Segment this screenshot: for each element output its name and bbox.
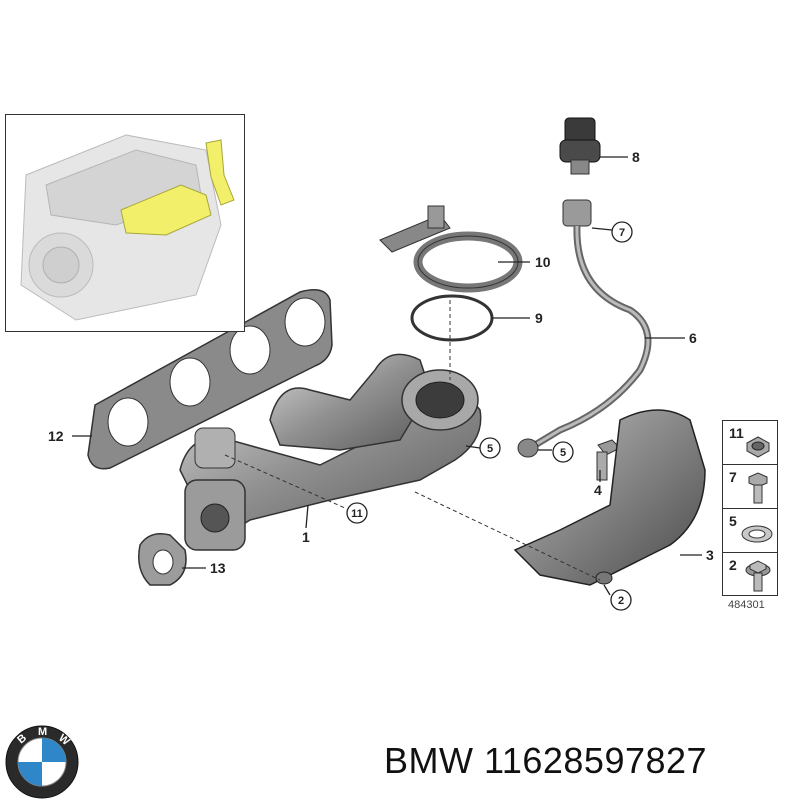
legend-item-bolt: 7 [723, 465, 777, 509]
logo-letter-m: M [38, 726, 47, 738]
engine-overview-inset [5, 114, 245, 332]
engine-sketch [20, 134, 235, 321]
circled-callout-11: 11 [346, 502, 368, 524]
nut-icon [746, 436, 770, 458]
seal-ring [410, 294, 494, 342]
washer-icon [741, 525, 773, 543]
small-gasket [138, 533, 187, 586]
v-band-clamp [379, 205, 523, 293]
diagram-reference-number: 484301 [728, 599, 765, 611]
legend-item-nut: 11 [723, 421, 777, 465]
callout-4: 4 [594, 482, 602, 498]
leader-lines [72, 156, 702, 596]
exhaust-manifold [179, 353, 482, 551]
heat-shield [513, 409, 706, 586]
legend-number: 2 [729, 557, 737, 573]
legend-number: 7 [729, 469, 737, 485]
callout-8: 8 [632, 149, 640, 165]
bmw-logo: B M W [4, 724, 80, 800]
callout-10: 10 [535, 254, 551, 270]
callout-1: 1 [302, 529, 310, 545]
callout-12: 12 [48, 428, 64, 444]
circled-callout-7: 7 [611, 221, 633, 243]
pressure-sensor [559, 117, 601, 175]
bolt-icon [748, 472, 768, 504]
callout-3: 3 [706, 547, 714, 563]
callout-9: 9 [535, 310, 543, 326]
legend-item-bolt-flange: 2 [723, 553, 777, 597]
legend-number: 5 [729, 513, 737, 529]
circled-callout-5b-label: 5 [560, 447, 566, 459]
callout-6: 6 [689, 330, 697, 346]
caption-brand: BMW [384, 740, 474, 781]
legend-item-washer: 5 [723, 509, 777, 553]
caption-part-number: 11628597827 [484, 740, 708, 781]
bmw-roundel-icon: B M W [5, 725, 79, 799]
hardware-legend: 11 7 5 2 [722, 420, 778, 596]
flange-bolt-icon [745, 560, 771, 592]
callout-13: 13 [210, 560, 226, 576]
manifold-gasket [87, 289, 333, 470]
circled-callout-5a-label: 5 [487, 443, 493, 455]
guide-lines [224, 300, 601, 581]
part-caption: BMW 11628597827 [384, 740, 707, 782]
circled-callout-2-label: 2 [618, 595, 624, 607]
circled-callout-5b: 5 [552, 441, 574, 463]
circled-callout-2: 2 [610, 589, 632, 611]
circled-callout-7-label: 7 [619, 227, 625, 239]
circled-callout-5a: 5 [479, 437, 501, 459]
circled-callout-11-label: 11 [351, 508, 363, 520]
legend-number: 11 [729, 425, 744, 441]
